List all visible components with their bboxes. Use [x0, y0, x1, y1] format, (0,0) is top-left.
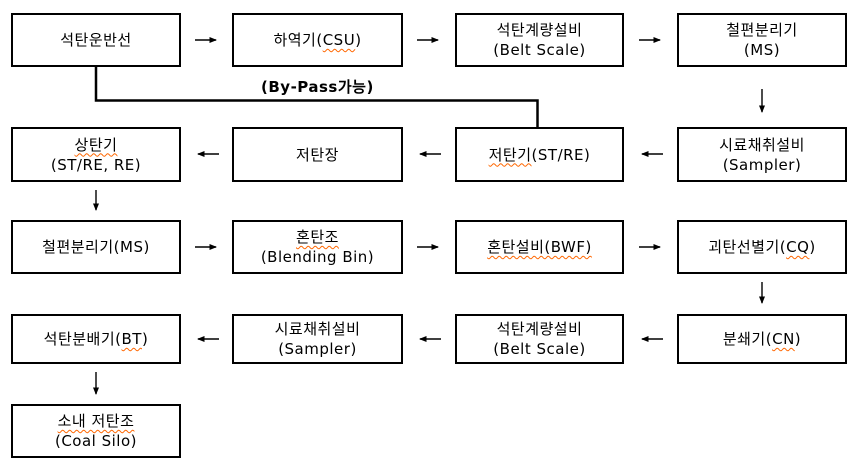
box-label: 소내 저탄조 — [57, 412, 135, 430]
box-coal-silo: 소내 저탄조 (Coal Silo) — [11, 404, 181, 458]
box-label: 석탄분배기(BT) — [43, 330, 149, 348]
box-label: 하역기(CSU) — [273, 31, 362, 49]
box-label: 철편분리기 — [726, 21, 798, 39]
box-label: 혼탄설비(BWF) — [487, 238, 592, 256]
box-coal-carrier-vessel: 석탄운반선 — [11, 13, 181, 67]
box-label: 괴탄선별기(CQ) — [708, 238, 816, 256]
box-belt-scale-1: 석탄계량설비 (Belt Scale) — [455, 13, 624, 67]
box-coal-yard: 저탄장 — [232, 127, 403, 182]
box-label: 시료채취설비 — [719, 135, 805, 154]
box-label: 상탄기 — [74, 135, 118, 154]
box-label: 저탄장 — [296, 145, 339, 164]
box-label: (Blending Bin) — [260, 248, 375, 266]
box-stacker: 상탄기 (ST/RE, RE) — [11, 127, 181, 182]
box-belt-scale-2: 석탄계량설비 (Belt Scale) — [455, 314, 624, 364]
box-blending-bin: 혼탄조 (Blending Bin) — [232, 220, 403, 274]
box-label: 시료채취설비 — [274, 320, 361, 338]
box-label: (Coal Silo) — [54, 432, 138, 450]
box-label: (Sampler) — [722, 155, 802, 174]
box-magnetic-separator-1: 철편분리기 (MS) — [677, 13, 847, 67]
box-label: 분쇄기(CN) — [722, 330, 802, 348]
box-label: (MS) — [743, 41, 781, 59]
box-label: 혼탄조 — [296, 228, 339, 246]
box-label: 석탄계량설비 — [496, 320, 583, 338]
bypass-label: (By-Pass가능) — [261, 78, 374, 96]
box-crusher-cn: 분쇄기(CN) — [677, 314, 847, 364]
box-magnetic-separator-2: 철편분리기(MS) — [11, 220, 181, 274]
box-coal-distributor-bt: 석탄분배기(BT) — [11, 314, 181, 364]
box-label: 석탄운반선 — [60, 31, 132, 49]
bypass-line — [94, 67, 539, 127]
box-label: (Sampler) — [278, 340, 357, 358]
box-label: (Belt Scale) — [493, 340, 586, 358]
box-label: (Belt Scale) — [493, 41, 586, 59]
box-label: 철편분리기(MS) — [42, 238, 150, 256]
box-sampler-1: 시료채취설비 (Sampler) — [677, 127, 847, 182]
box-unloader-csu: 하역기(CSU) — [232, 13, 403, 67]
box-label: 석탄계량설비 — [496, 21, 583, 39]
box-reclaimer: 저탄기(ST/RE) — [455, 127, 624, 182]
box-lump-coal-sorter-cq: 괴탄선별기(CQ) — [677, 220, 847, 274]
box-sampler-2: 시료채취설비 (Sampler) — [232, 314, 403, 364]
box-blending-facility-bwf: 혼탄설비(BWF) — [455, 220, 624, 274]
box-label: 저탄기(ST/RE) — [488, 145, 591, 164]
box-label: (ST/RE, RE) — [50, 155, 142, 174]
